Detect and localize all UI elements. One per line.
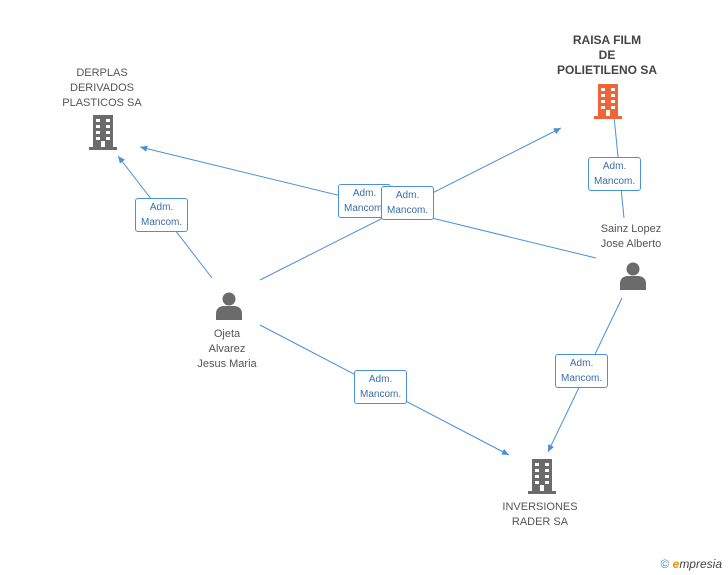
node-label-raisa[interactable]: RAISA FILM DE POLIETILENO SA: [556, 33, 657, 77]
edge-label-sainz-inversiones: Adm. Mancom.: [555, 354, 609, 388]
node-label-inversiones[interactable]: INVERSIONES RADER SA: [502, 501, 578, 528]
node-label-derplas[interactable]: DERPLAS DERIVADOS PLASTICOS SA: [62, 67, 142, 109]
building-icon-highlight: [594, 84, 622, 119]
edge-label-ojeta-derplas: Adm. Mancom.: [135, 198, 189, 232]
person-icon: [620, 262, 646, 290]
brand-logo-initial: e: [672, 557, 680, 571]
brand-logo-text: mpresia: [679, 557, 722, 571]
node-label-ojeta[interactable]: Ojeta Alvarez Jesus Maria: [197, 328, 257, 370]
node-label-sainz[interactable]: Sainz Lopez Jose Alberto: [600, 223, 662, 250]
edge-label-ojeta-inversiones: Adm. Mancom.: [354, 370, 408, 404]
copyright-symbol: ©: [660, 557, 670, 571]
person-icon: [216, 292, 242, 320]
copyright-footer: © empresia: [660, 557, 722, 571]
edge-label-ojeta-raisa: Adm. Mancom.: [381, 186, 435, 220]
edge-label-sainz-raisa: Adm. Mancom.: [588, 157, 642, 191]
building-icon: [89, 115, 117, 150]
building-icon: [528, 459, 556, 494]
